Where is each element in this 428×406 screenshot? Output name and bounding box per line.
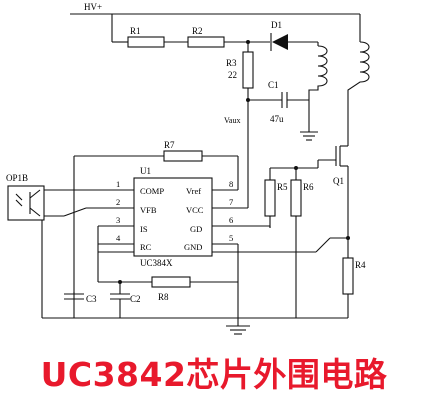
r7-label: R7	[164, 140, 175, 150]
figure-caption: UC3842芯片外围电路	[40, 355, 388, 394]
q1-label: Q1	[333, 176, 344, 186]
r8-label: R8	[158, 292, 169, 302]
r4-resistor	[342, 257, 354, 295]
pin-num-6: 6	[229, 215, 233, 225]
r5-resistor	[264, 179, 276, 217]
c3-label: C3	[86, 294, 97, 304]
hv-label: HV+	[84, 2, 102, 12]
pin-vcc: VCC	[186, 205, 204, 215]
q1-mosfet	[317, 140, 349, 178]
pin-num-4: 4	[116, 233, 121, 243]
r8-resistor	[151, 276, 191, 288]
pin-num-8: 8	[229, 179, 233, 189]
primary-winding	[347, 41, 370, 140]
r4-label: R4	[355, 260, 366, 270]
r6-label: R6	[303, 182, 314, 192]
junction-dot	[294, 166, 298, 170]
d1-label: D1	[271, 20, 282, 30]
r6-resistor	[290, 179, 302, 217]
junction-dot	[118, 280, 122, 284]
pin-vref: Vref	[186, 186, 201, 196]
r3-label: R3	[226, 58, 237, 68]
ground-symbol	[226, 318, 250, 335]
pin-num-2: 2	[116, 197, 120, 207]
d1-diode	[270, 33, 288, 51]
op1b-label: OP1B	[6, 173, 28, 183]
r7-resistor	[163, 150, 203, 162]
r1-label: R1	[130, 26, 141, 36]
vaux-label: Vaux	[224, 116, 240, 125]
pin-gd: GD	[190, 224, 202, 234]
pin-comp: COMP	[140, 186, 164, 196]
pin-vfb: VFB	[140, 205, 157, 215]
junction-dot	[246, 98, 250, 102]
uc384x-chip	[133, 177, 213, 257]
chip-name: UC384X	[140, 258, 173, 268]
op1b-optocoupler	[7, 185, 45, 221]
c1-label: C1	[268, 80, 279, 90]
aux-winding	[308, 45, 328, 132]
pin-num-7: 7	[229, 197, 233, 207]
pin-rc: RC	[140, 242, 152, 252]
ground-symbol	[300, 131, 318, 141]
c1-value: 47u	[270, 114, 284, 124]
pin-gnd: GND	[184, 242, 202, 252]
pin-num-5: 5	[229, 233, 233, 243]
r1-resistor	[127, 36, 165, 48]
pin-num-1: 1	[116, 179, 120, 189]
r5-label: R5	[277, 182, 288, 192]
r3-value: 22	[228, 70, 237, 80]
r2-resistor	[187, 36, 225, 48]
r3-resistor	[242, 51, 254, 89]
c2-label: C2	[130, 294, 141, 304]
pin-num-3: 3	[116, 215, 120, 225]
r2-label: R2	[192, 26, 203, 36]
pin-is: IS	[140, 224, 148, 234]
u1-label: U1	[140, 166, 151, 176]
